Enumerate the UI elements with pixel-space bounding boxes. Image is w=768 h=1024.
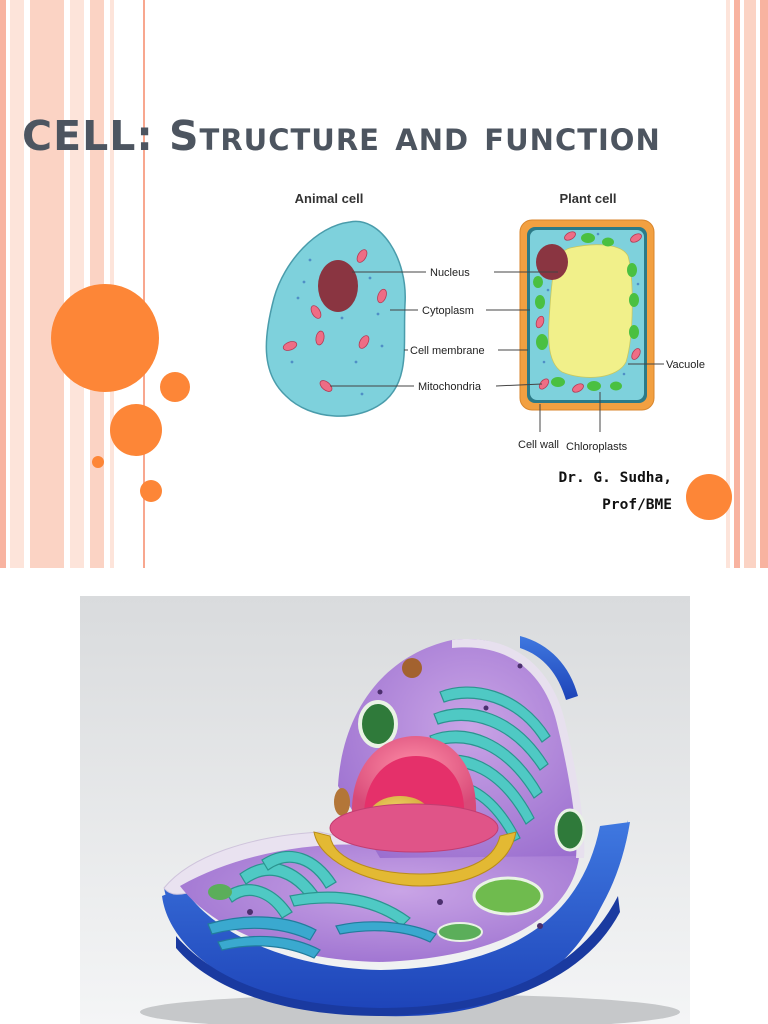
label-mitochondria: Mitochondria xyxy=(418,381,482,393)
left-stripe xyxy=(0,0,6,568)
mitochondrion-front xyxy=(437,922,483,942)
animal-nucleus xyxy=(318,260,358,312)
mitochondrion-side xyxy=(334,788,350,816)
cell-diagram: Animal cell Plant cell xyxy=(265,191,705,453)
smooth-er-front xyxy=(207,916,437,959)
rough-er-front xyxy=(225,850,411,927)
decor-circle xyxy=(160,372,190,402)
decor-circle xyxy=(51,284,159,392)
ribosome-dot xyxy=(247,909,253,915)
title-slide: CELL: Structure and function Animal cell… xyxy=(0,0,768,568)
chloroplast-like xyxy=(472,876,544,916)
title-part-cell: CELL: xyxy=(22,112,170,160)
decor-circle xyxy=(92,456,104,468)
animal-mitochondria xyxy=(282,249,387,392)
animal-cell-title: Animal cell xyxy=(295,191,364,206)
label-cytoplasm: Cytoplasm xyxy=(422,305,474,317)
right-stripe xyxy=(734,0,740,568)
mitochondrion-right xyxy=(554,808,586,852)
author-title: Prof/BME xyxy=(602,497,672,513)
label-cell-membrane: Cell membrane xyxy=(410,345,485,357)
label-leaders xyxy=(330,271,664,432)
plant-cell xyxy=(519,219,655,411)
golgi-ring xyxy=(313,831,517,887)
cell-3d-svg xyxy=(80,596,690,1024)
cell-3d-illustration xyxy=(80,596,690,1024)
decor-circle xyxy=(686,474,732,520)
label-chloroplasts: Chloroplasts xyxy=(566,441,628,453)
vacuole-green xyxy=(358,700,398,748)
left-stripe xyxy=(143,0,145,568)
label-vacuole: Vacuole xyxy=(666,359,705,371)
animal-cell xyxy=(265,220,406,417)
upper-shell-rim xyxy=(452,639,585,858)
plant-chloroplasts xyxy=(533,233,639,391)
right-stripe xyxy=(760,0,768,568)
ribosome-dot xyxy=(517,663,523,669)
left-stripe xyxy=(30,0,64,568)
plant-mitochondria xyxy=(535,231,642,393)
right-stripe xyxy=(744,0,756,568)
decor-circle xyxy=(110,404,162,456)
title-part-structure: Structure and function xyxy=(169,112,661,160)
upper-shell-blue xyxy=(520,636,578,700)
ribosome-dot xyxy=(377,689,383,695)
ribosome-dot xyxy=(483,705,489,711)
plant-cytoplasm-dots xyxy=(542,232,640,376)
ribosome-dot xyxy=(437,899,443,905)
lysosome xyxy=(402,658,422,678)
vesicle-left xyxy=(208,884,232,900)
ribosome-dot xyxy=(537,923,543,929)
left-stripe xyxy=(10,0,24,568)
label-nucleus: Nucleus xyxy=(430,267,470,279)
animal-cell-body xyxy=(265,220,406,417)
right-stripe xyxy=(726,0,730,568)
cell-lower-hemisphere xyxy=(164,822,630,1015)
label-cell-wall: Cell wall xyxy=(518,439,559,451)
author-name: Dr. G. Sudha, xyxy=(558,470,673,486)
slide-title: CELL: Structure and function xyxy=(22,112,762,160)
plant-vacuole xyxy=(548,244,633,378)
page-gap xyxy=(0,568,768,596)
plant-cell-title: Plant cell xyxy=(559,191,616,206)
left-stripe xyxy=(70,0,84,568)
nucleus-floor xyxy=(329,803,499,853)
decor-circle xyxy=(140,480,162,502)
plant-nucleus xyxy=(536,244,568,280)
